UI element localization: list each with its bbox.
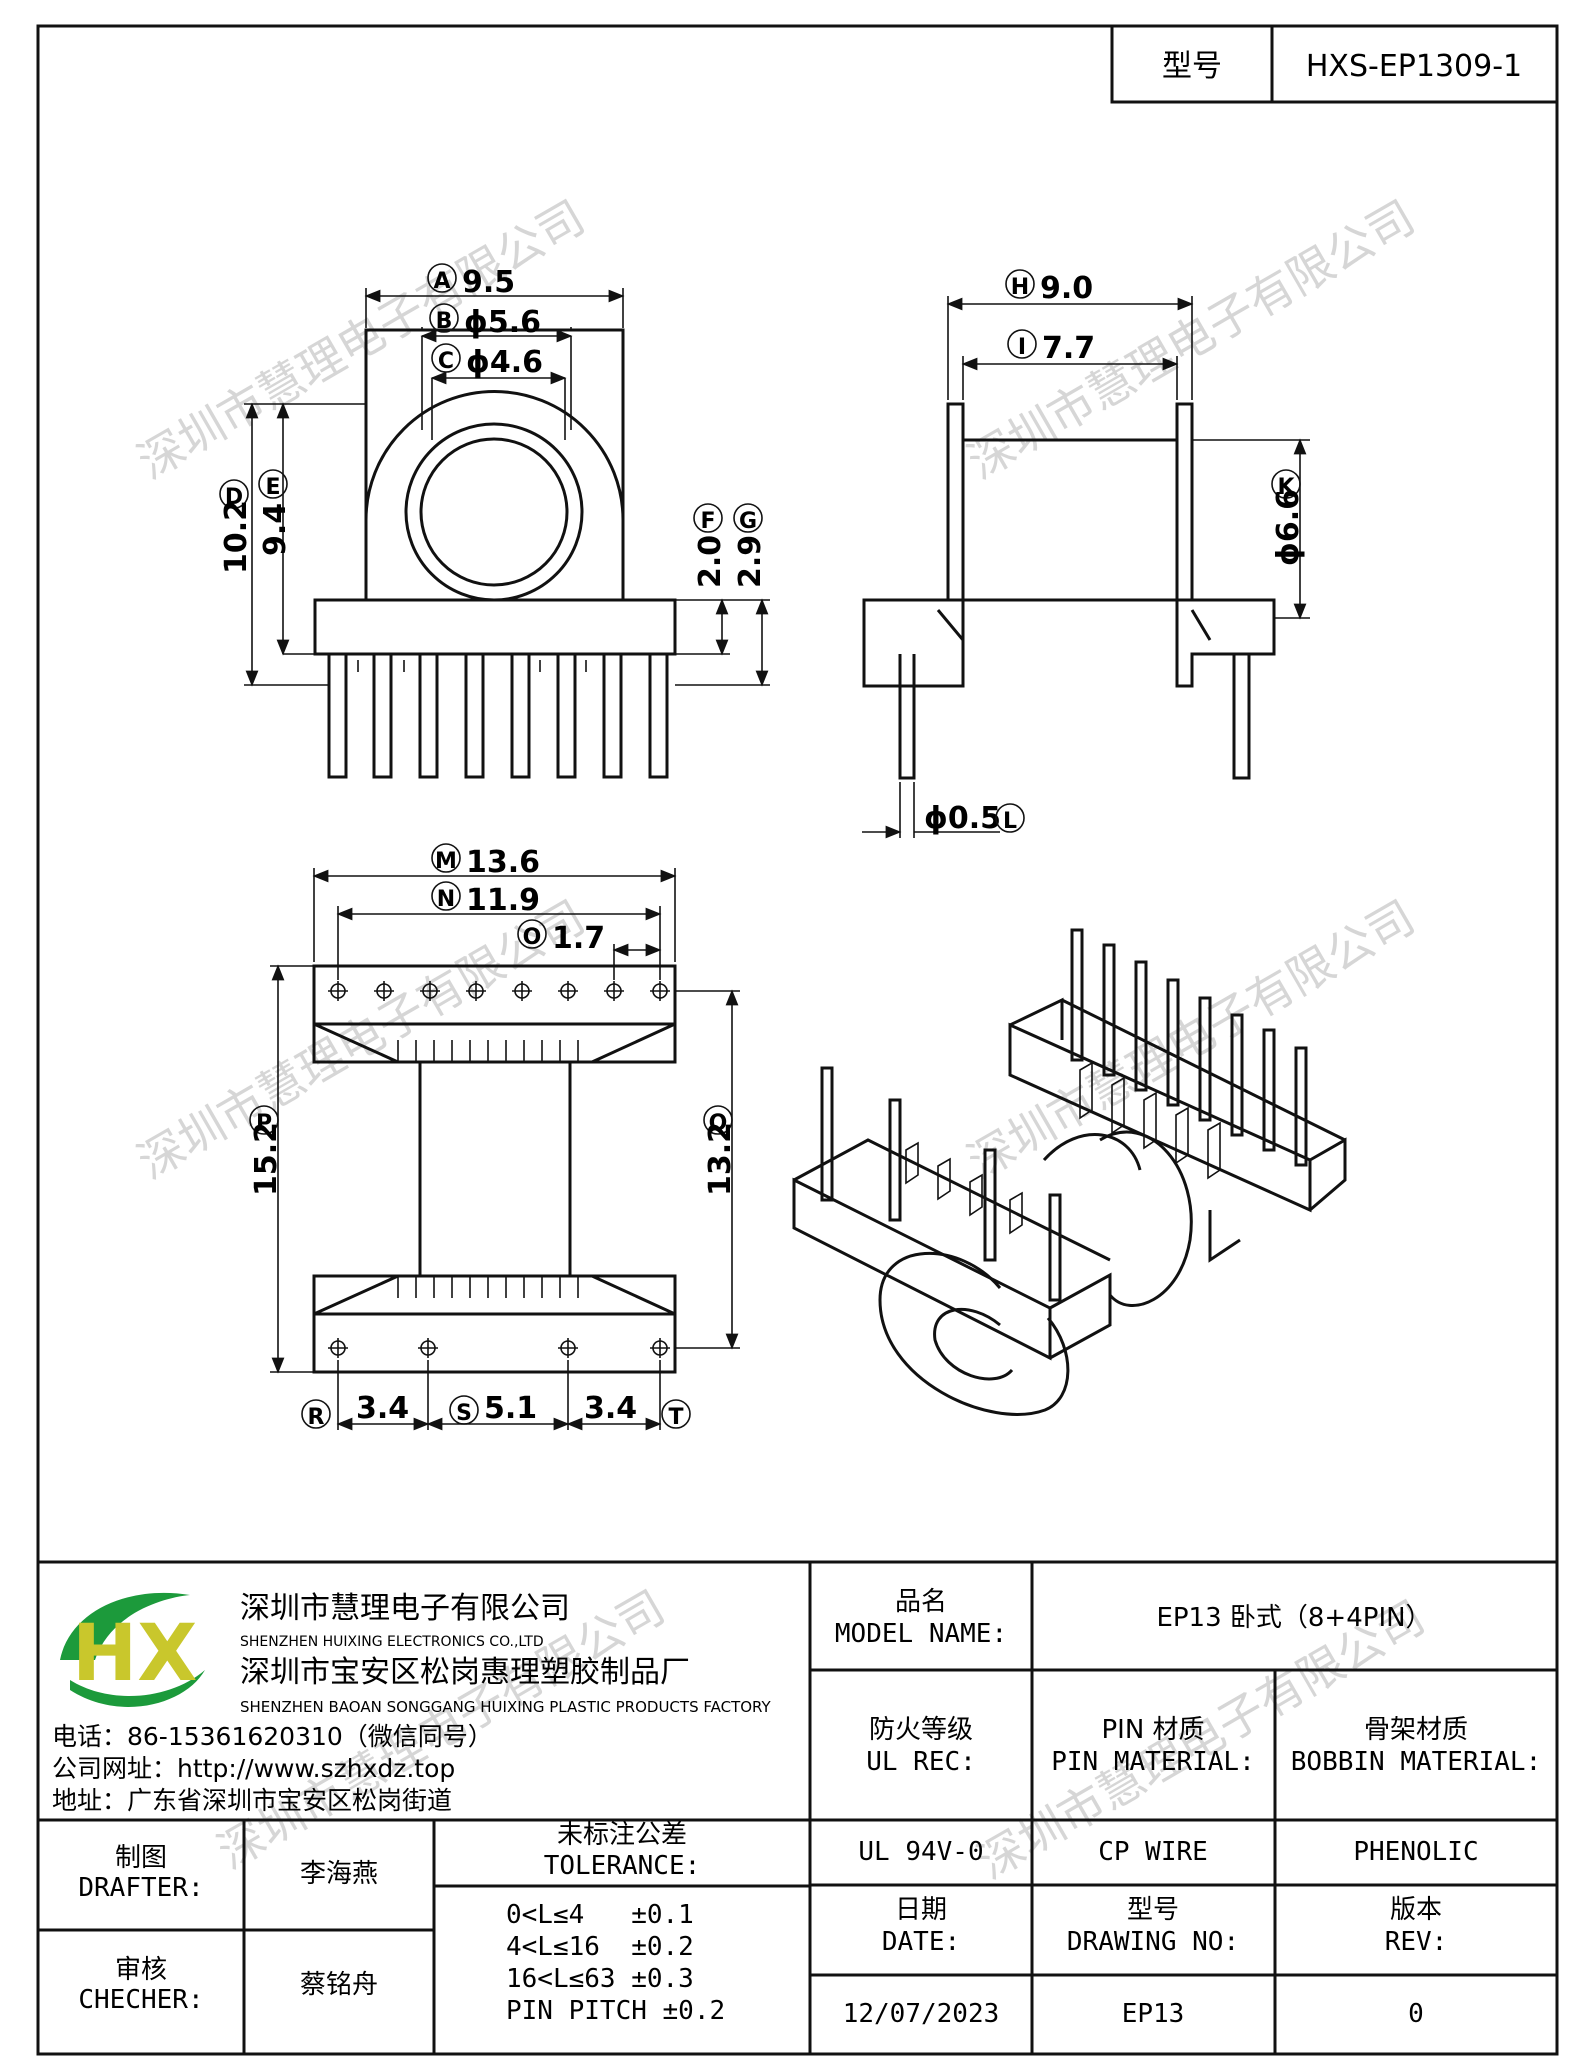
pin-holes-bottom <box>328 1338 670 1358</box>
logo-text: HX <box>72 1609 197 1699</box>
bobbin-material-cn: 骨架材质 <box>1364 1715 1468 1745</box>
sheet-border <box>36 24 1559 2056</box>
date-cn: 日期 <box>895 1895 947 1925</box>
svg-text:S: S <box>456 1401 472 1426</box>
pin-holes-top <box>328 981 670 1001</box>
drafter-en: DRAFTER: <box>78 1873 203 1903</box>
dim-r-value: 3.4 <box>356 1391 409 1426</box>
dim-k-value: ϕ6.6 <box>1271 489 1306 566</box>
front-pins <box>327 654 669 779</box>
ul-label-cn: 防火等级 <box>869 1715 973 1745</box>
company-website: 公司网址：http://www.szhxdz.top <box>52 1754 455 1783</box>
svg-text:O: O <box>523 925 542 950</box>
svg-text:M: M <box>435 849 457 874</box>
svg-text:F: F <box>700 509 715 534</box>
svg-text:T: T <box>668 1405 683 1430</box>
pin-material-en: PIN MATERIAL: <box>1051 1747 1255 1777</box>
svg-text:Q: Q <box>709 1111 728 1136</box>
dim-h-value: 9.0 <box>1040 271 1093 306</box>
dim-a-value: 9.5 <box>462 265 515 300</box>
watermark-4: 深圳市慧理电子有限公司 <box>959 890 1424 1190</box>
tolerance-line-4: PIN PITCH ±0.2 <box>506 1996 725 2026</box>
ul-value: UL 94V-0 <box>858 1837 983 1867</box>
svg-text:P: P <box>256 1111 272 1136</box>
svg-text:R: R <box>308 1405 325 1430</box>
drawing-no-cn: 型号 <box>1127 1895 1179 1925</box>
dim-e-value: 9.4 <box>258 503 293 556</box>
checker-cn: 审核 <box>115 1955 167 1985</box>
dim-f-value: 2.0 <box>693 535 728 588</box>
model-header-box: 型号 HXS-EP1309-1 <box>1110 24 1559 104</box>
svg-text:B: B <box>436 309 453 334</box>
ul-label-en: UL REC: <box>866 1747 976 1777</box>
pin-material-value: CP WIRE <box>1098 1837 1208 1867</box>
iso-slots <box>905 1061 1221 1235</box>
company-name-cn-2: 深圳市宝安区松岗惠理塑胶制品厂 <box>240 1655 690 1690</box>
dim-q-value: 13.2 <box>703 1122 738 1196</box>
model-value: HXS-EP1309-1 <box>1306 49 1522 84</box>
rev-value: 0 <box>1408 1999 1424 2029</box>
bottom-view: M 13.6 N 11.9 O 1.7 P 15.2 Q 13.2 R 3.4 … <box>249 843 740 1431</box>
dim-b-value: ϕ5.6 <box>464 305 541 340</box>
rev-en: REV: <box>1385 1927 1448 1957</box>
dim-o-value: 1.7 <box>552 921 605 956</box>
company-logo: HX <box>60 1592 205 1707</box>
tolerance-line-2: 4<L≤16 ±0.2 <box>506 1932 694 1962</box>
svg-text:H: H <box>1011 275 1029 300</box>
model-name-cn: 品名 <box>895 1587 947 1617</box>
dim-m-value: 13.6 <box>466 845 540 880</box>
svg-text:I: I <box>1018 335 1026 360</box>
svg-text:K: K <box>1277 475 1295 500</box>
title-block: HX 深圳市慧理电子有限公司 SHENZHEN HUIXING ELECTRON… <box>38 1560 1557 2054</box>
svg-text:L: L <box>1003 809 1017 834</box>
company-name-en-2: SHENZHEN BAOAN SONGGANG HUIXING PLASTIC … <box>240 1698 772 1716</box>
dim-p-value: 15.2 <box>249 1122 284 1196</box>
isometric-view <box>792 928 1347 1416</box>
company-name-cn-1: 深圳市慧理电子有限公司 <box>240 1591 570 1626</box>
dim-s-value: 5.1 <box>484 1391 537 1426</box>
dim-g-value: 2.9 <box>733 535 768 588</box>
side-view: H 9.0 I 7.7 K ϕ6.6 ϕ0.5 L <box>862 269 1310 839</box>
svg-text:A: A <box>433 269 450 294</box>
checker-en: CHECHER: <box>78 1985 203 2015</box>
bottom-view-slots <box>397 1040 579 1298</box>
svg-text:N: N <box>437 887 455 912</box>
tolerance-line-1: 0<L≤4 ±0.1 <box>506 1900 694 1930</box>
company-address: 地址：广东省深圳市宝安区松岗街道 <box>52 1786 452 1815</box>
tolerance-en: TOLERANCE: <box>544 1851 701 1881</box>
bobbin-material-en: BOBBIN MATERIAL: <box>1291 1747 1541 1777</box>
drafter-cn: 制图 <box>115 1843 167 1873</box>
date-en: DATE: <box>882 1927 960 1957</box>
date-value: 12/07/2023 <box>843 1999 1000 2029</box>
rev-cn: 版本 <box>1390 1895 1442 1925</box>
model-name-value: EP13 卧式（8+4PIN） <box>1156 1603 1431 1633</box>
company-name-en-1: SHENZHEN HUIXING ELECTRONICS CO.,LTD <box>240 1634 544 1650</box>
svg-text:C: C <box>438 349 454 374</box>
dim-d-value: 10.2 <box>219 500 254 574</box>
svg-text:G: G <box>739 509 757 534</box>
drawing-no-en: DRAWING NO: <box>1067 1927 1239 1957</box>
dim-t-value: 3.4 <box>584 1391 637 1426</box>
bobbin-material-value: PHENOLIC <box>1353 1837 1478 1867</box>
pin-material-cn: PIN 材质 <box>1101 1715 1204 1745</box>
dim-l-value: ϕ0.5 <box>924 801 1001 836</box>
model-name-en: MODEL NAME: <box>835 1619 1007 1649</box>
front-view: A 9.5 B ϕ5.6 C ϕ4.6 D E 10.2 9.4 F G 2.0… <box>219 263 770 779</box>
svg-text:D: D <box>225 485 243 510</box>
checker-value: 蔡铭舟 <box>300 1970 378 2000</box>
dim-c-value: ϕ4.6 <box>466 345 543 380</box>
model-label: 型号 <box>1162 49 1222 84</box>
iso-pins <box>820 928 1308 1302</box>
dim-n-value: 11.9 <box>466 883 540 918</box>
drawing-no-value: EP13 <box>1122 1999 1185 2029</box>
dim-i-value: 7.7 <box>1042 331 1095 366</box>
drafter-value: 李海燕 <box>300 1859 378 1889</box>
tolerance-line-3: 16<L≤63 ±0.3 <box>506 1964 694 1994</box>
tolerance-cn: 未标注公差 <box>557 1820 687 1850</box>
company-phone: 电话：86-15361620310（微信同号） <box>52 1722 493 1751</box>
svg-text:E: E <box>265 475 280 500</box>
